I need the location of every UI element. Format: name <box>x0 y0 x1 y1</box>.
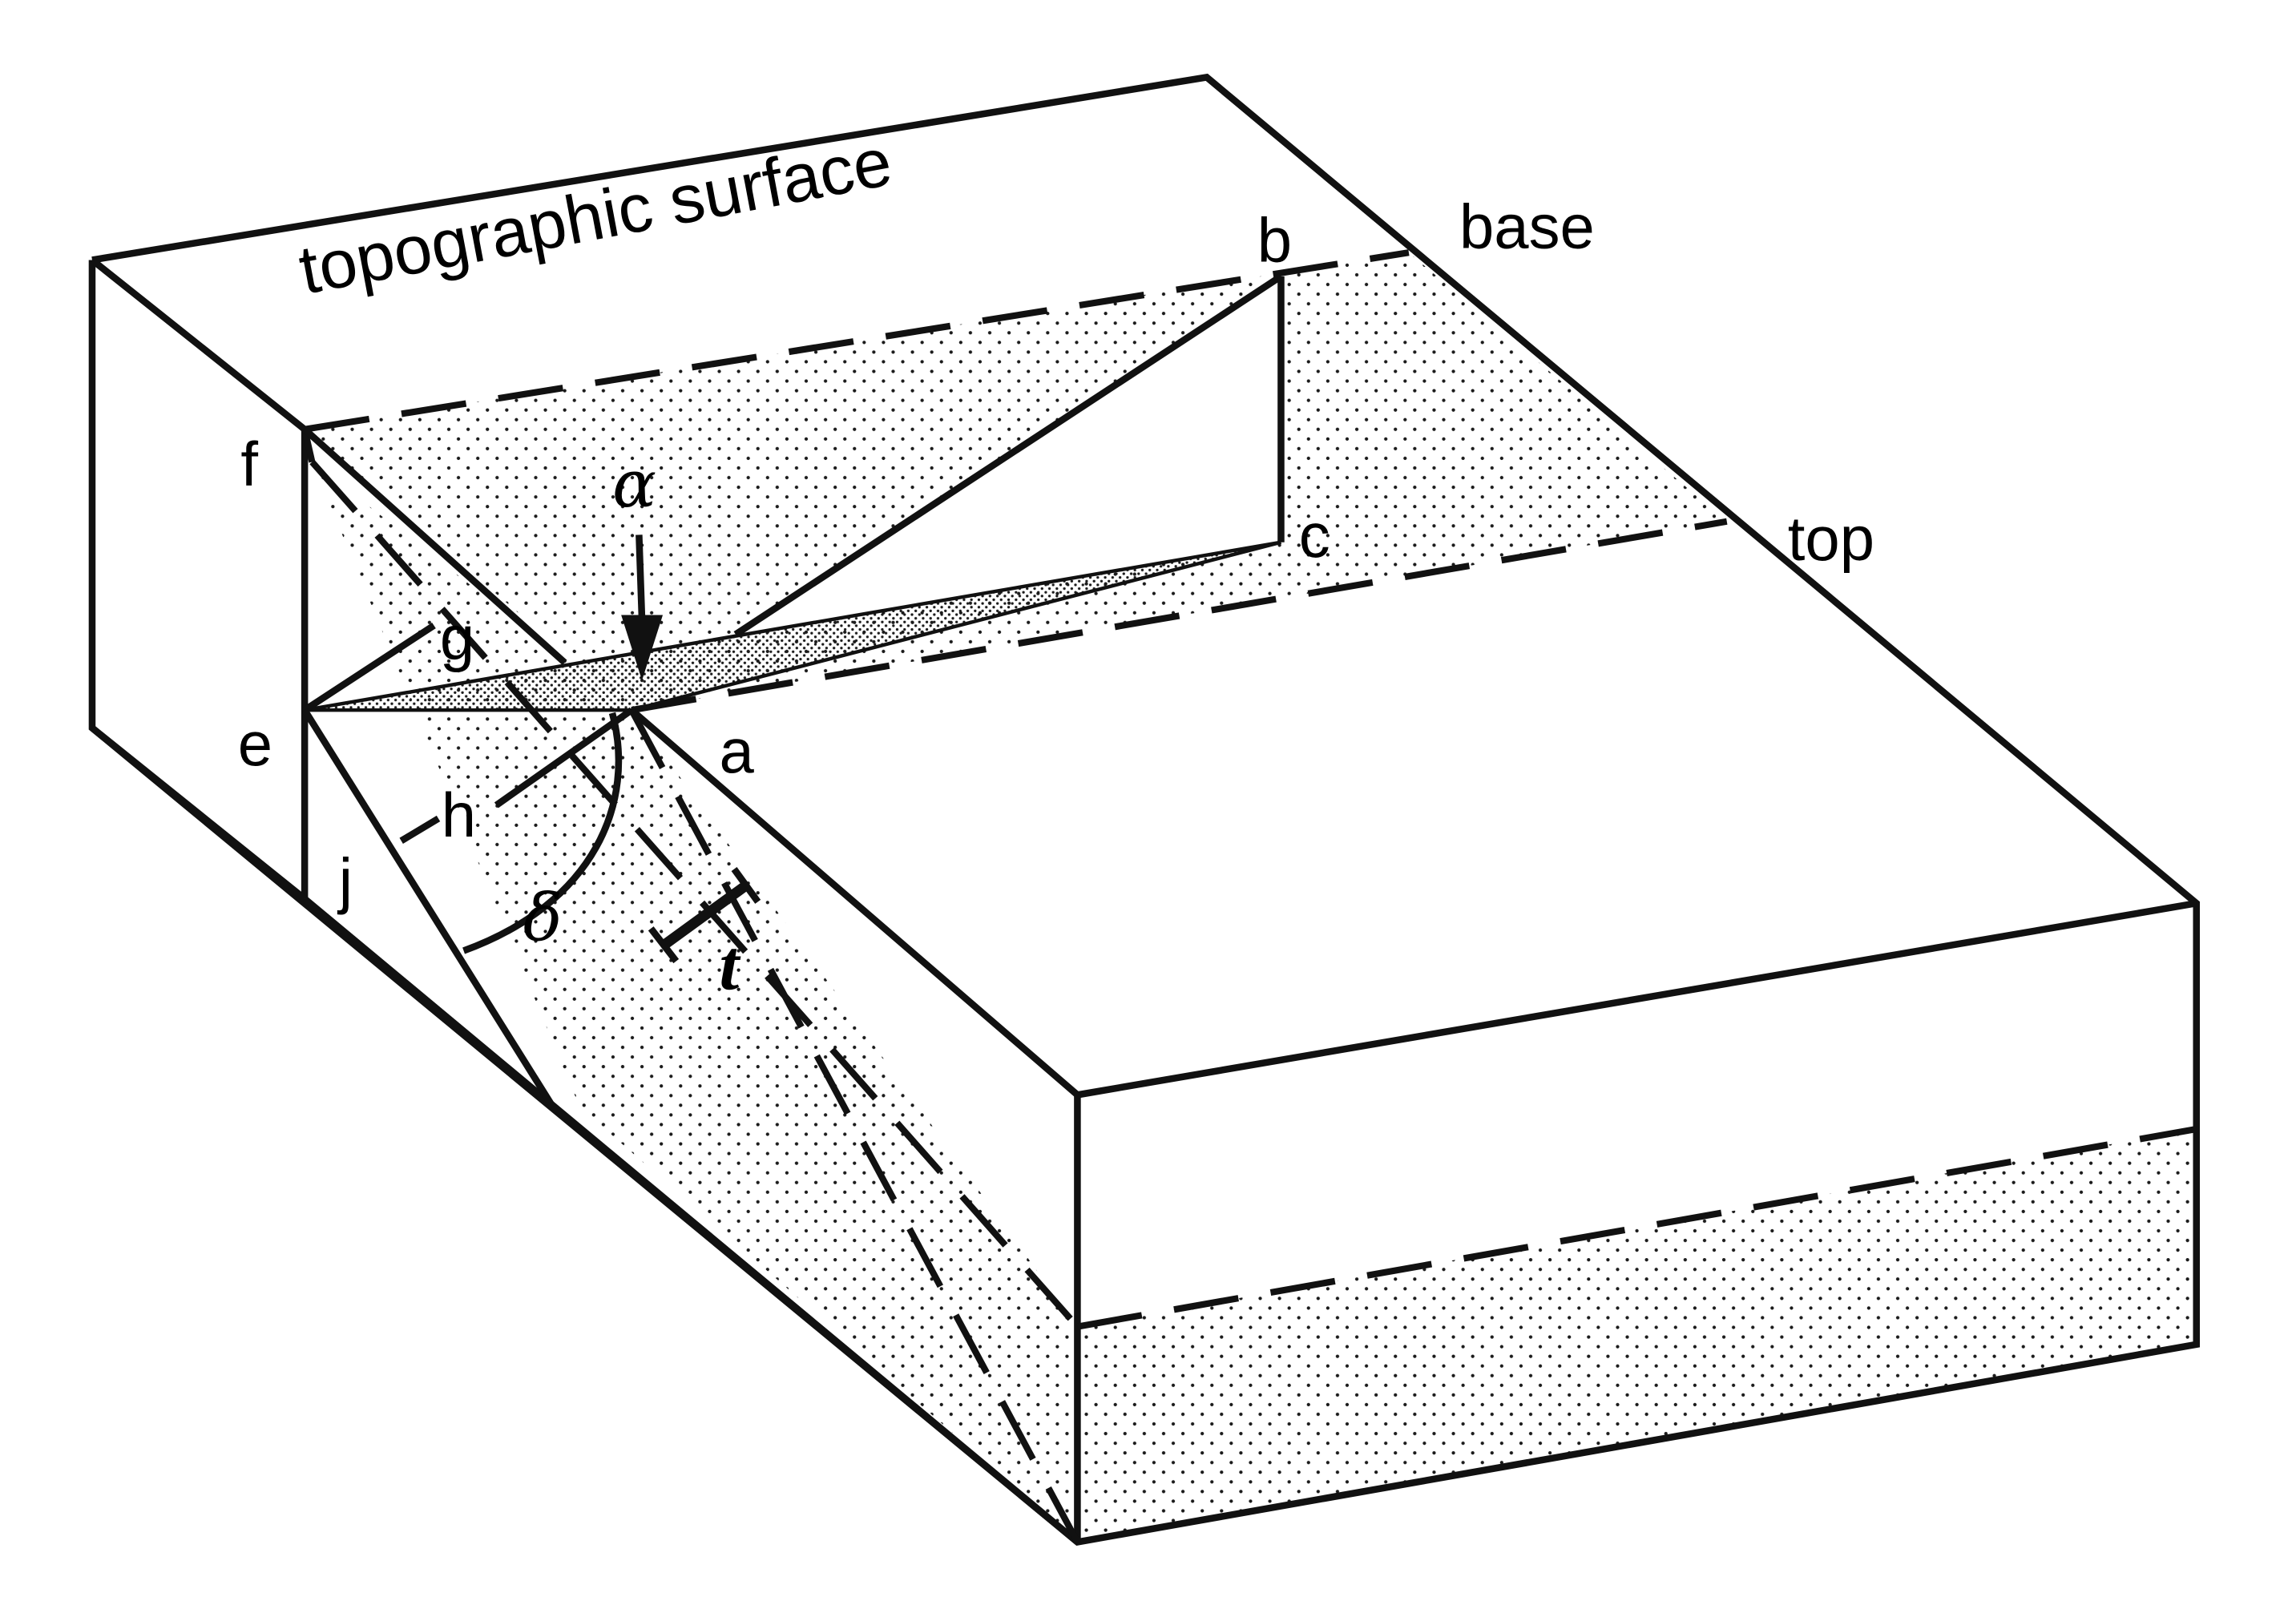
top-contact-surface <box>631 518 1728 714</box>
line-f-a <box>302 426 567 666</box>
line-a-b <box>733 273 1283 638</box>
valley-face-left-blank <box>305 429 580 1107</box>
label-alpha: α <box>612 446 656 522</box>
alpha-arrow-shaft <box>636 534 646 622</box>
plateau-edge-a-front <box>629 707 1080 1098</box>
line-h-short <box>399 815 441 844</box>
apparent-dip-wedge <box>304 540 1282 712</box>
top-contact-front <box>1076 1125 2197 1330</box>
line-e-j <box>301 708 556 1109</box>
valley-floor-edge <box>302 896 1080 1545</box>
line-e-g <box>302 622 436 713</box>
alpha-arrow-head <box>621 615 664 681</box>
bed-outcrop-valley-face <box>312 462 1078 1543</box>
label-thickness-t: t <box>720 927 741 1006</box>
dip-angle-arc <box>462 712 623 954</box>
label-point-b: b <box>1257 205 1292 275</box>
label-top: top <box>1788 504 1874 574</box>
bed-outcrop-front-face <box>1077 1129 2197 1543</box>
top-contact-valley <box>628 708 1081 1544</box>
label-point-j: j <box>337 845 353 915</box>
label-point-c: c <box>1299 501 1330 571</box>
label-point-h: h <box>442 780 476 850</box>
label-point-g: g <box>440 603 474 673</box>
label-topographic-surface: topographic surface <box>293 124 898 309</box>
front-top-edge <box>1076 900 2197 1099</box>
left-face-top-edge <box>90 257 307 433</box>
base-contact-surface <box>304 249 1410 433</box>
thickness-bar <box>661 881 749 950</box>
label-point-e: e <box>238 709 272 779</box>
thickness-tick-left <box>648 926 680 964</box>
thickness-tick-right <box>731 867 761 904</box>
left-face-bottom-edge <box>90 725 307 901</box>
label-base: base <box>1459 192 1595 262</box>
line-a-h <box>494 707 634 809</box>
label-point-f: f <box>240 429 258 499</box>
label-point-a: a <box>720 716 755 786</box>
label-delta: δ <box>523 881 563 957</box>
